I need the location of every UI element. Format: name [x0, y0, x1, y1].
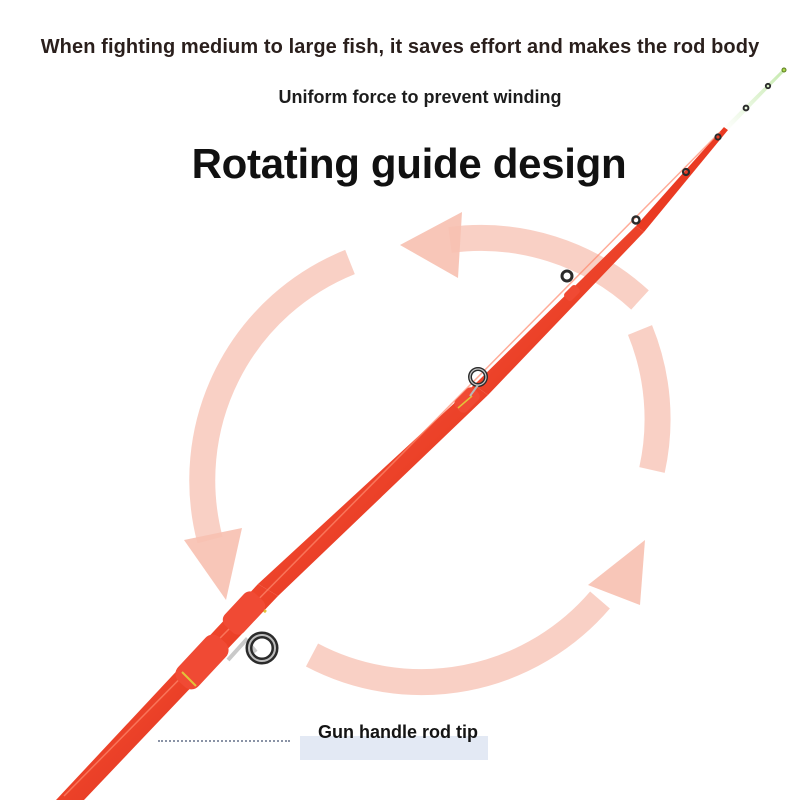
- arrow-arc-right: [627, 325, 671, 473]
- rod-middle-section: [258, 385, 488, 596]
- butt-guide: [175, 591, 279, 690]
- arrowhead-left: [184, 528, 242, 600]
- rotation-arrows: [189, 225, 671, 696]
- fishing-rod: [56, 67, 787, 800]
- rod-tip-red: [636, 127, 728, 232]
- tip-guides: [631, 67, 787, 225]
- rod-tip-caption: Gun handle rod tip: [318, 722, 478, 742]
- arrow-arc-top: [448, 225, 649, 310]
- feature-title: Rotating guide design: [191, 140, 627, 187]
- arrow-arc-left: [189, 249, 355, 544]
- rod-upper-section: [474, 226, 644, 395]
- upper-guide-ring: [560, 269, 574, 283]
- subheading-text: Uniform force to prevent winding: [278, 87, 562, 107]
- dotted-leader: [158, 740, 290, 742]
- rotation-arrowheads: [184, 212, 645, 605]
- headline-text: When fighting medium to large fish, it s…: [40, 36, 760, 58]
- middle-guide: [454, 367, 488, 413]
- arrow-arc-bottom: [305, 591, 610, 696]
- caption-highlight: [300, 736, 488, 760]
- upper-guide: [560, 269, 580, 301]
- rod-highlight: [63, 131, 721, 797]
- arrowhead-bottom-right: [588, 540, 645, 605]
- arrowhead-top: [400, 212, 462, 278]
